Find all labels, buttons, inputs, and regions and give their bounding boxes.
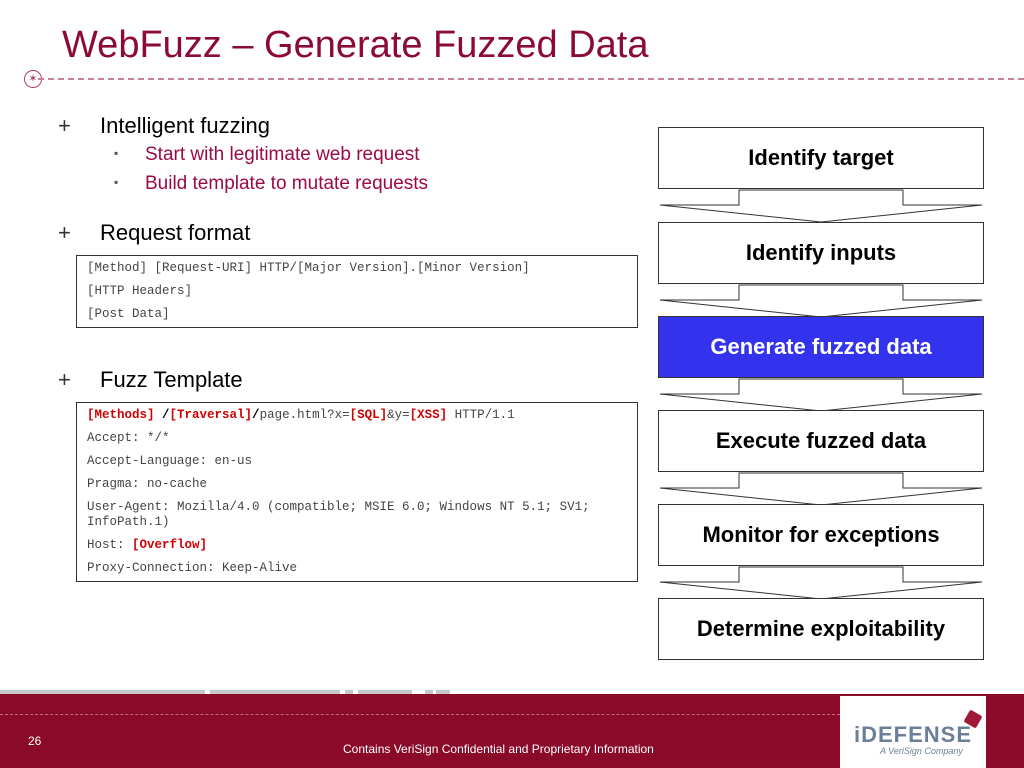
footer-divider — [0, 714, 840, 715]
flow-step-monitor-exceptions: Monitor for exceptions — [658, 504, 984, 566]
flow-arrow-icon — [659, 284, 983, 318]
bullet-label: Intelligent fuzzing — [100, 113, 270, 138]
token-xss: [XSS] — [409, 408, 448, 422]
logo-tagline: A VeriSign Company — [880, 746, 963, 756]
header-user-agent: User-Agent: Mozilla/4.0 (compatible; MSI… — [87, 500, 590, 529]
flow-arrow-icon — [659, 472, 983, 506]
request-format-box: [Method] [Request-URI] HTTP/[Major Versi… — [76, 255, 638, 328]
logo-name: iDEFENSE — [853, 722, 973, 747]
sub-bullet-label: Start with legitimate web request — [145, 144, 420, 165]
token-methods: [Methods] — [87, 408, 155, 422]
header-accept-language: Accept-Language: en-us — [87, 454, 253, 468]
footer-strip — [345, 690, 353, 695]
plus-bullet-icon: + — [58, 367, 71, 392]
fuzz-template-box: [Methods] /[Traversal]/page.html?x=[SQL]… — [76, 402, 638, 582]
bullet-label: Fuzz Template — [100, 367, 243, 392]
path-separator: / — [252, 408, 260, 422]
token-overflow: [Overflow] — [132, 538, 208, 552]
token-sql: [SQL] — [349, 408, 388, 422]
flow-arrow-icon — [659, 189, 983, 223]
bullet-fuzz-template: + Fuzz Template — [58, 367, 243, 393]
footer-strip — [210, 690, 340, 695]
flow-step-determine-exploitability: Determine exploitability — [658, 598, 984, 660]
host-label: Host: — [87, 538, 133, 552]
http-version: HTTP/1.1 — [447, 408, 515, 422]
bullet-intelligent-fuzzing: + Intelligent fuzzing — [58, 113, 270, 139]
page-number: 26 — [28, 734, 42, 748]
square-bullet-icon: ▪ — [114, 146, 119, 160]
flow-step-identify-target: Identify target — [658, 127, 984, 189]
flow-step-execute-fuzzed-data: Execute fuzzed data — [658, 410, 984, 472]
request-line: [Method] [Request-URI] HTTP/[Major Versi… — [87, 261, 530, 275]
flow-arrow-icon — [659, 378, 983, 412]
request-post-line: [Post Data] — [87, 307, 170, 321]
header-accept: Accept: */* — [87, 431, 170, 445]
logo: iDEFENSE A VeriSign Company — [840, 696, 986, 768]
confidential-notice: Contains VeriSign Confidential and Propr… — [343, 742, 654, 756]
query-amp: &y= — [387, 408, 410, 422]
sub-bullet-build-template: ▪ Build template to mutate requests — [114, 173, 428, 195]
footer-strip — [425, 690, 433, 695]
flow-step-identify-inputs: Identify inputs — [658, 222, 984, 284]
header-proxy-connection: Proxy-Connection: Keep-Alive — [87, 561, 298, 575]
header-host: Host: [Overflow] — [87, 538, 627, 553]
footer-strip — [358, 690, 412, 695]
template-request-line: [Methods] /[Traversal]/page.html?x=[SQL]… — [87, 408, 627, 423]
sub-bullet-label: Build template to mutate requests — [145, 173, 429, 194]
plus-bullet-icon: + — [58, 220, 71, 245]
footer-strip — [0, 690, 205, 695]
flow-step-generate-fuzzed-data: Generate fuzzed data — [658, 316, 984, 378]
footer-strip — [436, 690, 450, 695]
plus-bullet-icon: + — [58, 113, 71, 138]
bullet-label: Request format — [100, 220, 251, 245]
path-separator: / — [154, 408, 170, 422]
token-traversal: [Traversal] — [169, 408, 253, 422]
slide-title: WebFuzz – Generate Fuzzed Data — [62, 24, 649, 66]
header-pragma: Pragma: no-cache — [87, 477, 208, 491]
request-headers-line: [HTTP Headers] — [87, 284, 193, 298]
square-bullet-icon: ▪ — [114, 175, 119, 189]
sub-bullet-legitimate-request: ▪ Start with legitimate web request — [114, 144, 420, 166]
title-divider — [38, 78, 1024, 80]
page-path: page.html?x= — [259, 408, 350, 422]
flow-arrow-icon — [659, 566, 983, 600]
bullet-request-format: + Request format — [58, 220, 250, 246]
